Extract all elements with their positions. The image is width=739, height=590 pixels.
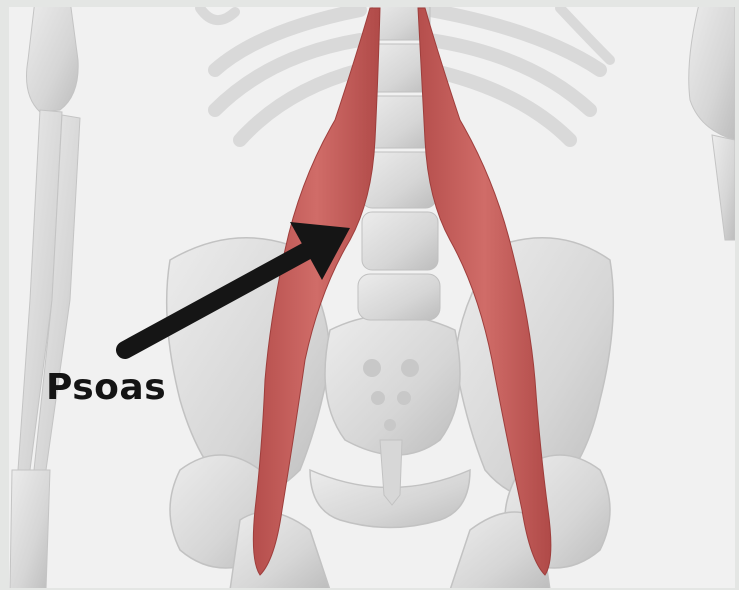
left-forearm [10, 0, 80, 590]
right-arm [689, 0, 735, 240]
corner-tab [0, 548, 9, 590]
psoas-label: Psoas [46, 367, 166, 408]
